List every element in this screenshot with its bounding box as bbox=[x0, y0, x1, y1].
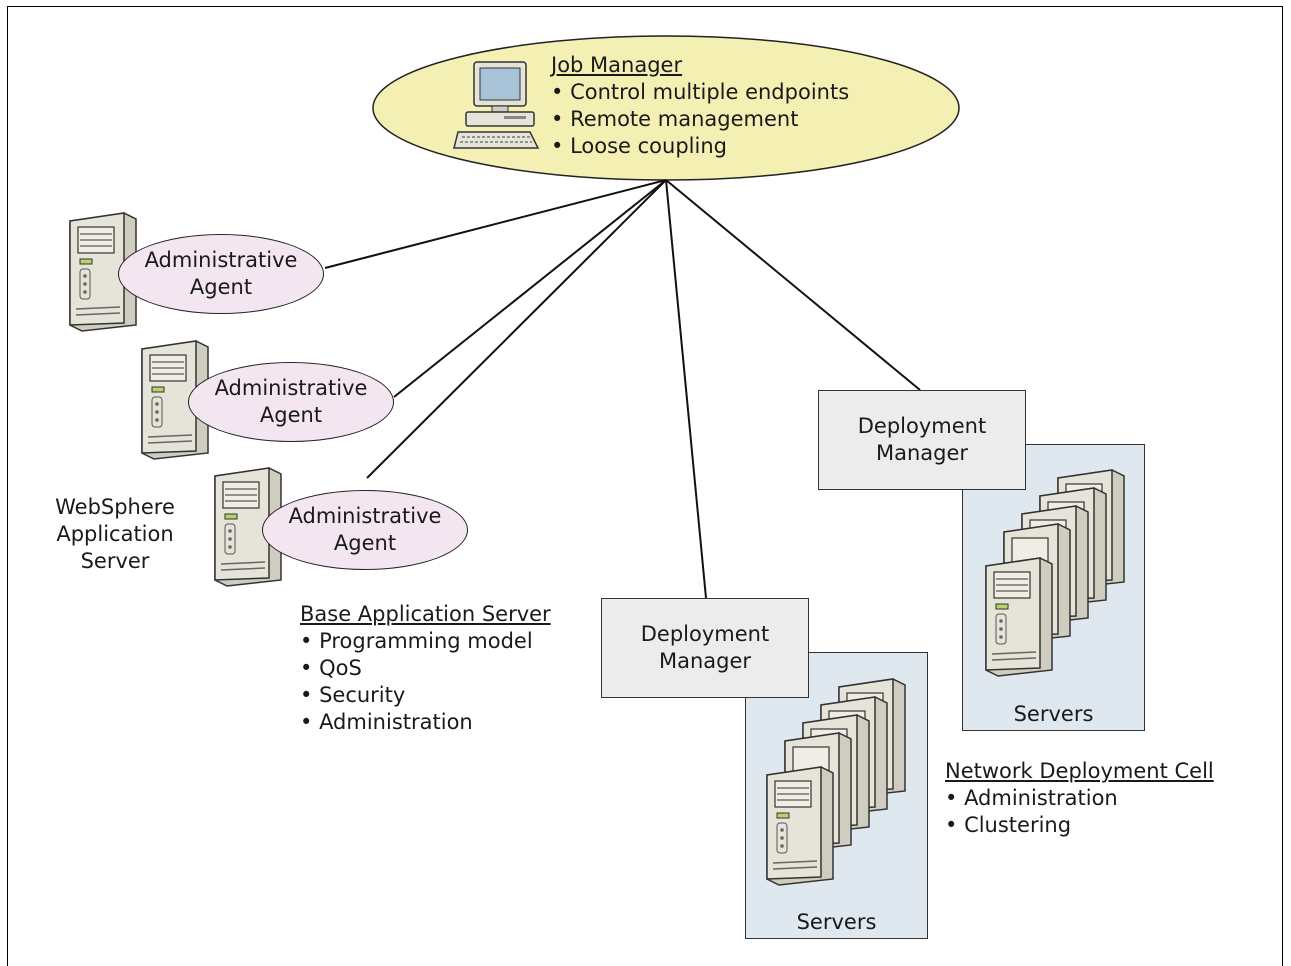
servers-label: Servers bbox=[1013, 702, 1094, 726]
connector-agent-1 bbox=[324, 179, 667, 269]
base-server-title: Base Application Server bbox=[300, 602, 551, 626]
connector-dm-1 bbox=[665, 179, 707, 599]
base-server-bullet: Programming model bbox=[300, 628, 551, 655]
websphere-label-line: WebSphere bbox=[55, 495, 175, 519]
server-tower-icon bbox=[141, 340, 209, 460]
agent-label-line: Agent bbox=[333, 531, 397, 555]
job-manager-text: Job Manager Control multiple endpoints R… bbox=[551, 52, 849, 160]
agent-ellipse bbox=[118, 234, 324, 314]
agent-ellipse bbox=[262, 490, 468, 570]
agent-label-line: Agent bbox=[189, 275, 253, 299]
connector-agent-2 bbox=[393, 179, 667, 398]
network-cell-bullet: Clustering bbox=[945, 812, 1214, 839]
server-tower-icon bbox=[214, 467, 282, 587]
base-server-bullet: QoS bbox=[300, 655, 551, 682]
desktop-computer-icon bbox=[453, 61, 540, 149]
agent-label-line: Administrative bbox=[144, 248, 298, 272]
server-tower-icon bbox=[69, 212, 137, 332]
network-cell-text: Network Deployment Cell Administration C… bbox=[945, 758, 1214, 839]
network-cell-title: Network Deployment Cell bbox=[945, 759, 1214, 783]
agent-label-line: Administrative bbox=[214, 376, 368, 400]
job-manager-bullet: Loose coupling bbox=[551, 133, 849, 160]
server-stack-icon bbox=[985, 469, 1125, 677]
websphere-label-line: Application bbox=[56, 522, 174, 546]
deployment-manager-label: Deployment bbox=[640, 622, 770, 646]
websphere-label: WebSphere Application Server bbox=[50, 494, 180, 575]
diagram-frame bbox=[7, 6, 1283, 966]
agent-label-line: Administrative bbox=[288, 504, 442, 528]
network-cell-bullet: Administration bbox=[945, 785, 1214, 812]
websphere-label-line: Server bbox=[80, 549, 150, 573]
deployment-manager-label: Manager bbox=[875, 441, 969, 465]
agent-ellipse bbox=[188, 362, 394, 442]
connector-agent-3 bbox=[366, 179, 667, 479]
server-stack-icon bbox=[766, 678, 906, 886]
base-server-text: Base Application Server Programming mode… bbox=[300, 601, 551, 736]
servers-label: Servers bbox=[796, 910, 877, 934]
deployment-manager-label: Manager bbox=[658, 649, 752, 673]
deployment-manager-label: Deployment bbox=[857, 414, 987, 438]
base-server-bullet: Security bbox=[300, 682, 551, 709]
connector-dm-2 bbox=[665, 179, 921, 391]
base-server-bullet: Administration bbox=[300, 709, 551, 736]
agent-label-line: Agent bbox=[259, 403, 323, 427]
job-manager-bullet: Control multiple endpoints bbox=[551, 79, 849, 106]
job-manager-bullet: Remote management bbox=[551, 106, 849, 133]
job-manager-title: Job Manager bbox=[551, 53, 683, 77]
